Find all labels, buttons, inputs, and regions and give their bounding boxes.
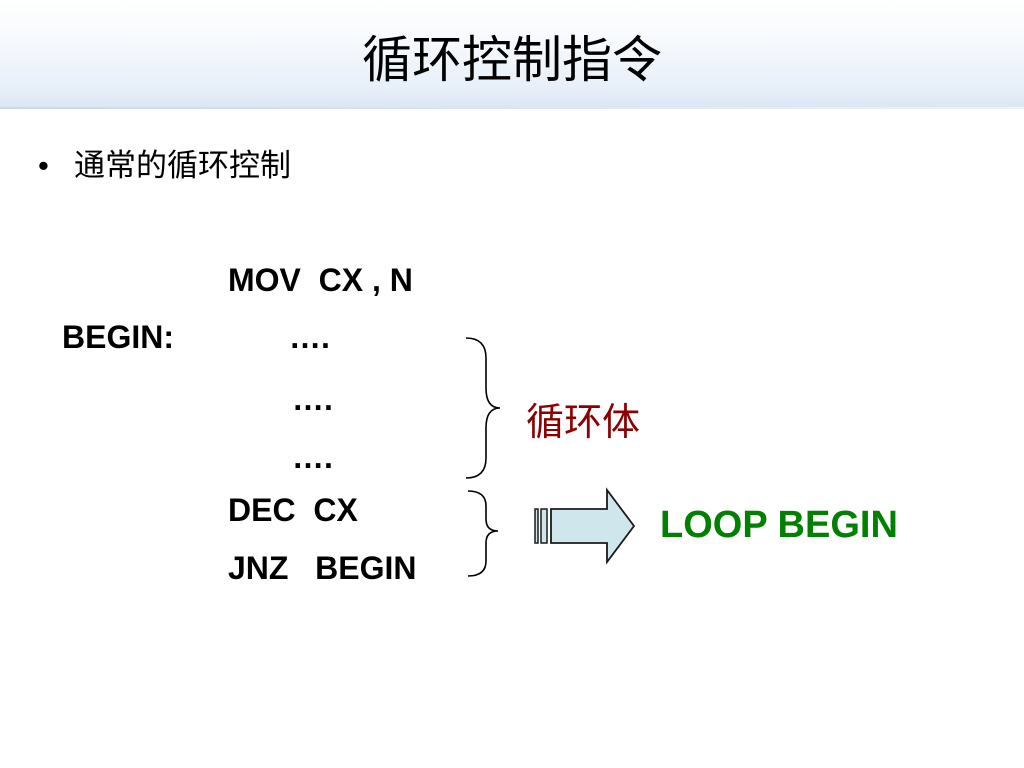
- code-ellipsis-1: ….: [289, 319, 330, 355]
- code-line-jnz: JNZ BEGIN: [228, 550, 417, 586]
- code-ellipsis-2: ….: [292, 381, 333, 417]
- right-arrow-icon: [534, 487, 636, 565]
- loop-instruction-label: LOOP BEGIN: [660, 504, 898, 546]
- slide-title: 循环控制指令: [362, 31, 662, 89]
- right-curly-brace-icon: [465, 337, 501, 479]
- header-divider: [0, 107, 1024, 109]
- bullet-item: • 通常的循环控制: [38, 146, 291, 186]
- right-curly-brace-icon: [467, 490, 499, 577]
- code-label-begin: BEGIN:: [62, 319, 174, 355]
- header-band: [0, 0, 1024, 108]
- code-ellipsis-3: ….: [292, 439, 333, 475]
- bullet-text: 通常的循环控制: [74, 148, 291, 184]
- code-line-mov: MOV CX , N: [228, 262, 413, 298]
- code-line-dec: DEC CX: [228, 492, 358, 528]
- bullet-marker: •: [38, 148, 49, 183]
- loop-body-label: 循环体: [526, 400, 641, 444]
